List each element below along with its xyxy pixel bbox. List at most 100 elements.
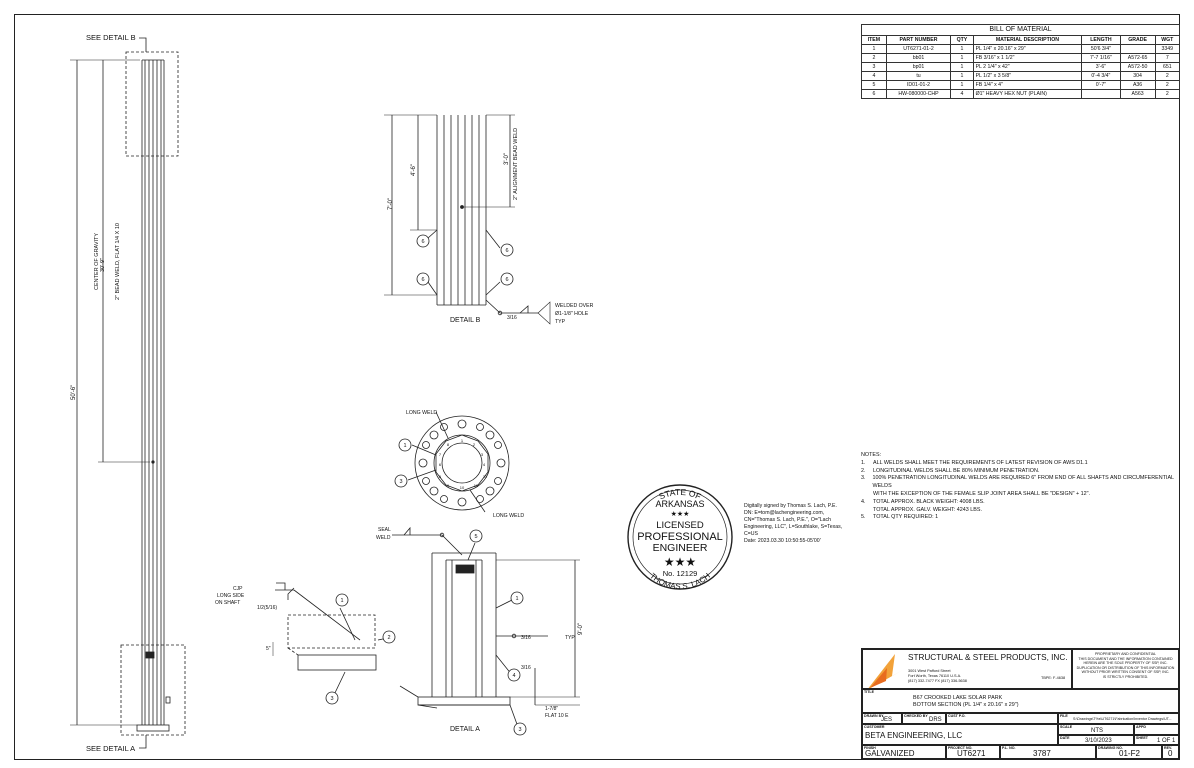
weld-size-label: 3/16 [521, 635, 531, 641]
balloon-6: 6 [505, 277, 508, 283]
bom-row: 6 HW-080000-CHP 4 Ø1" HEAVY HEX NUT (PLA… [861, 89, 1181, 99]
bom-cell: 2 [1154, 80, 1181, 90]
bom-row: 2 bb01 1 FB 3/16" x 1 1/2" 7'-7 1/16" A5… [861, 53, 1181, 63]
drawing-number-cell: DRAWING NO.01-F2 [1096, 745, 1162, 759]
note-item: WITH THE EXCEPTION OF THE FEMALE SLIP JO… [873, 490, 1091, 497]
bom-cell: bb01 [885, 53, 952, 63]
bom-cell: HW-080000-CHP [885, 89, 952, 99]
bom-cell [1119, 44, 1156, 54]
dim-3-0: 3'-0" [504, 153, 510, 165]
welded-over-note-1: WELDED OVER [555, 303, 594, 309]
bom-cell: 0'-4 3/4" [1081, 71, 1121, 81]
bom-cell: A563 [1119, 89, 1156, 99]
cjp-label-2: LONG SIDE [217, 593, 245, 599]
bom-cell: 2 [1154, 71, 1181, 81]
note-item: 1.ALL WELDS SHALL MEET THE REQUIREMENTS … [861, 459, 1088, 466]
cjp-label-1: CJP [233, 586, 243, 592]
detail-b-title: DETAIL B [450, 317, 481, 324]
notes-title: NOTES: [861, 452, 882, 458]
svg-text:2: 2 [473, 442, 476, 447]
bom-header-row: ITEM PART NUMBER QTY MATERIAL DESCRIPTIO… [861, 35, 1181, 45]
note-item: 4.TOTAL APPROX. BLACK WEIGHT: 4008 LBS. [861, 498, 985, 505]
bom-header: WGT [1154, 35, 1181, 45]
bom-cell: 1 [950, 71, 974, 81]
bom-cell: 3'-6" [1081, 62, 1121, 72]
svg-text:ENGINEER: ENGINEER [653, 542, 708, 554]
bom-cell: UT6271-01-2 [885, 44, 952, 54]
bom-header: PART NUMBER [885, 35, 952, 45]
bom-cell: tu [885, 71, 952, 81]
svg-text:4: 4 [483, 462, 486, 467]
flat-dim-1: 1-7/8" [545, 706, 558, 712]
drawing-title-cell: TITLE B67 CROOKED LAKE SOLAR PARK BOTTOM… [862, 689, 1179, 713]
cjp-weld-size: 1/2(5/16) [257, 605, 277, 611]
title-block: STRUCTURAL & STEEL PRODUCTS, INC. 3001 W… [861, 648, 1180, 760]
note-item: 3.100% PENETRATION LONGITUDINAL WELDS AR… [861, 475, 1174, 490]
bom-row: 3 bp01 1 PL 2 1/4" x 42" 3'-6" A572-50 6… [861, 62, 1181, 72]
bom-header: MATERIAL DESCRIPTION [972, 35, 1083, 45]
bom-cell: bp01 [885, 62, 952, 72]
bom-row: 4 tu 1 PL 1/2" x 3 5/8" 0'-4 3/4" 304 2 [861, 71, 1181, 81]
seal-weld-label-2: WELD [376, 535, 391, 541]
balloon-3: 3 [399, 479, 402, 485]
company-logo [867, 654, 903, 690]
bom-cell: PL 2 1/4" x 42" [972, 62, 1083, 72]
weld-size-label: 3/16 [521, 665, 531, 671]
pl-number-cell: P.L. NO.3787 [1000, 745, 1096, 759]
svg-text:★★★: ★★★ [671, 510, 690, 518]
bom-cell: A572-65 [1119, 53, 1156, 63]
long-weld-label: LONG WELD [493, 513, 524, 519]
balloon-2: 2 [387, 635, 390, 641]
proprietary-notice: PROPRIETARY AND CONFIDENTIAL THIS DOCUME… [1072, 649, 1179, 689]
see-detail-a-label: SEE DETAIL A [86, 744, 135, 753]
svg-text:LICENSED: LICENSED [656, 520, 704, 531]
svg-text:8: 8 [447, 442, 450, 447]
bom-cell: 1 [950, 53, 974, 63]
welded-over-note-2: Ø1-1/8" HOLE [555, 311, 589, 317]
dim-7-0: 7'-0" [388, 198, 394, 210]
see-detail-b-label: SEE DETAIL B [86, 33, 136, 42]
tbpe-number: TBPE: F-4638 [1041, 676, 1066, 680]
balloon-3: 3 [330, 696, 333, 702]
bom-cell: 4 [950, 89, 974, 99]
typ-label: TYP [565, 635, 575, 641]
cjp-label-3: ON SHAFT [215, 600, 240, 606]
bead-weld-note: 2" BEAD WELD, FLAT 1/4 X 10 [115, 223, 121, 300]
svg-text:11: 11 [483, 474, 488, 479]
digital-signature: Digitally signed by Thomas S. Lach, P.E.… [744, 503, 843, 544]
bom-cell: 50'6 3/4" [1081, 44, 1121, 54]
balloon-5: 5 [474, 534, 477, 540]
bom-header: ITEM [861, 35, 887, 45]
bom-row: 1 UT6271-01-2 1 PL 1/4" x 20.16" x 29" 5… [861, 44, 1181, 54]
center-of-gravity-dim: 30'-9" [100, 258, 106, 272]
bom-cell: FB 3/16" x 1 1/2" [972, 53, 1083, 63]
svg-text:7: 7 [439, 452, 442, 457]
note-item: 5.TOTAL QTY REQUIRED: 1 [861, 514, 939, 521]
company-address: 3001 West Pafford Street Fort Worth, Tex… [908, 669, 967, 683]
dim-9-0: 9'-0" [578, 623, 584, 635]
balloon-6: 6 [505, 248, 508, 254]
note-item: 2.LONGITUDINAL WELDS SHALL BE 80% MINIMU… [861, 467, 1040, 474]
bom-cell: 5 [861, 80, 887, 90]
cust-po-cell: CUST P.O. [946, 713, 1058, 724]
drawing-sheet [14, 14, 1180, 760]
flat-dim-2: FLAT 10 E [545, 713, 569, 719]
project-cell: PROJECT NO.UT6271 [946, 745, 1000, 759]
balloon-6: 6 [421, 239, 424, 245]
balloon-1: 1 [340, 598, 343, 604]
long-weld-label: LONG WELD [406, 410, 437, 416]
overall-height-dim: 50'-6" [71, 385, 77, 400]
bom-cell: PL 1/2" x 3 5/8" [972, 71, 1083, 81]
svg-text:1: 1 [461, 438, 464, 443]
bom-cell: A572-50 [1119, 62, 1156, 72]
bom-cell: PL 1/4" x 20.16" x 29" [972, 44, 1083, 54]
bom-cell: 3349 [1154, 44, 1181, 54]
company-cell: STRUCTURAL & STEEL PRODUCTS, INC. 3001 W… [862, 649, 1072, 689]
bom-cell: 2 [861, 53, 887, 63]
general-notes: NOTES: 1.ALL WELDS SHALL MEET THE REQUIR… [861, 452, 1181, 522]
